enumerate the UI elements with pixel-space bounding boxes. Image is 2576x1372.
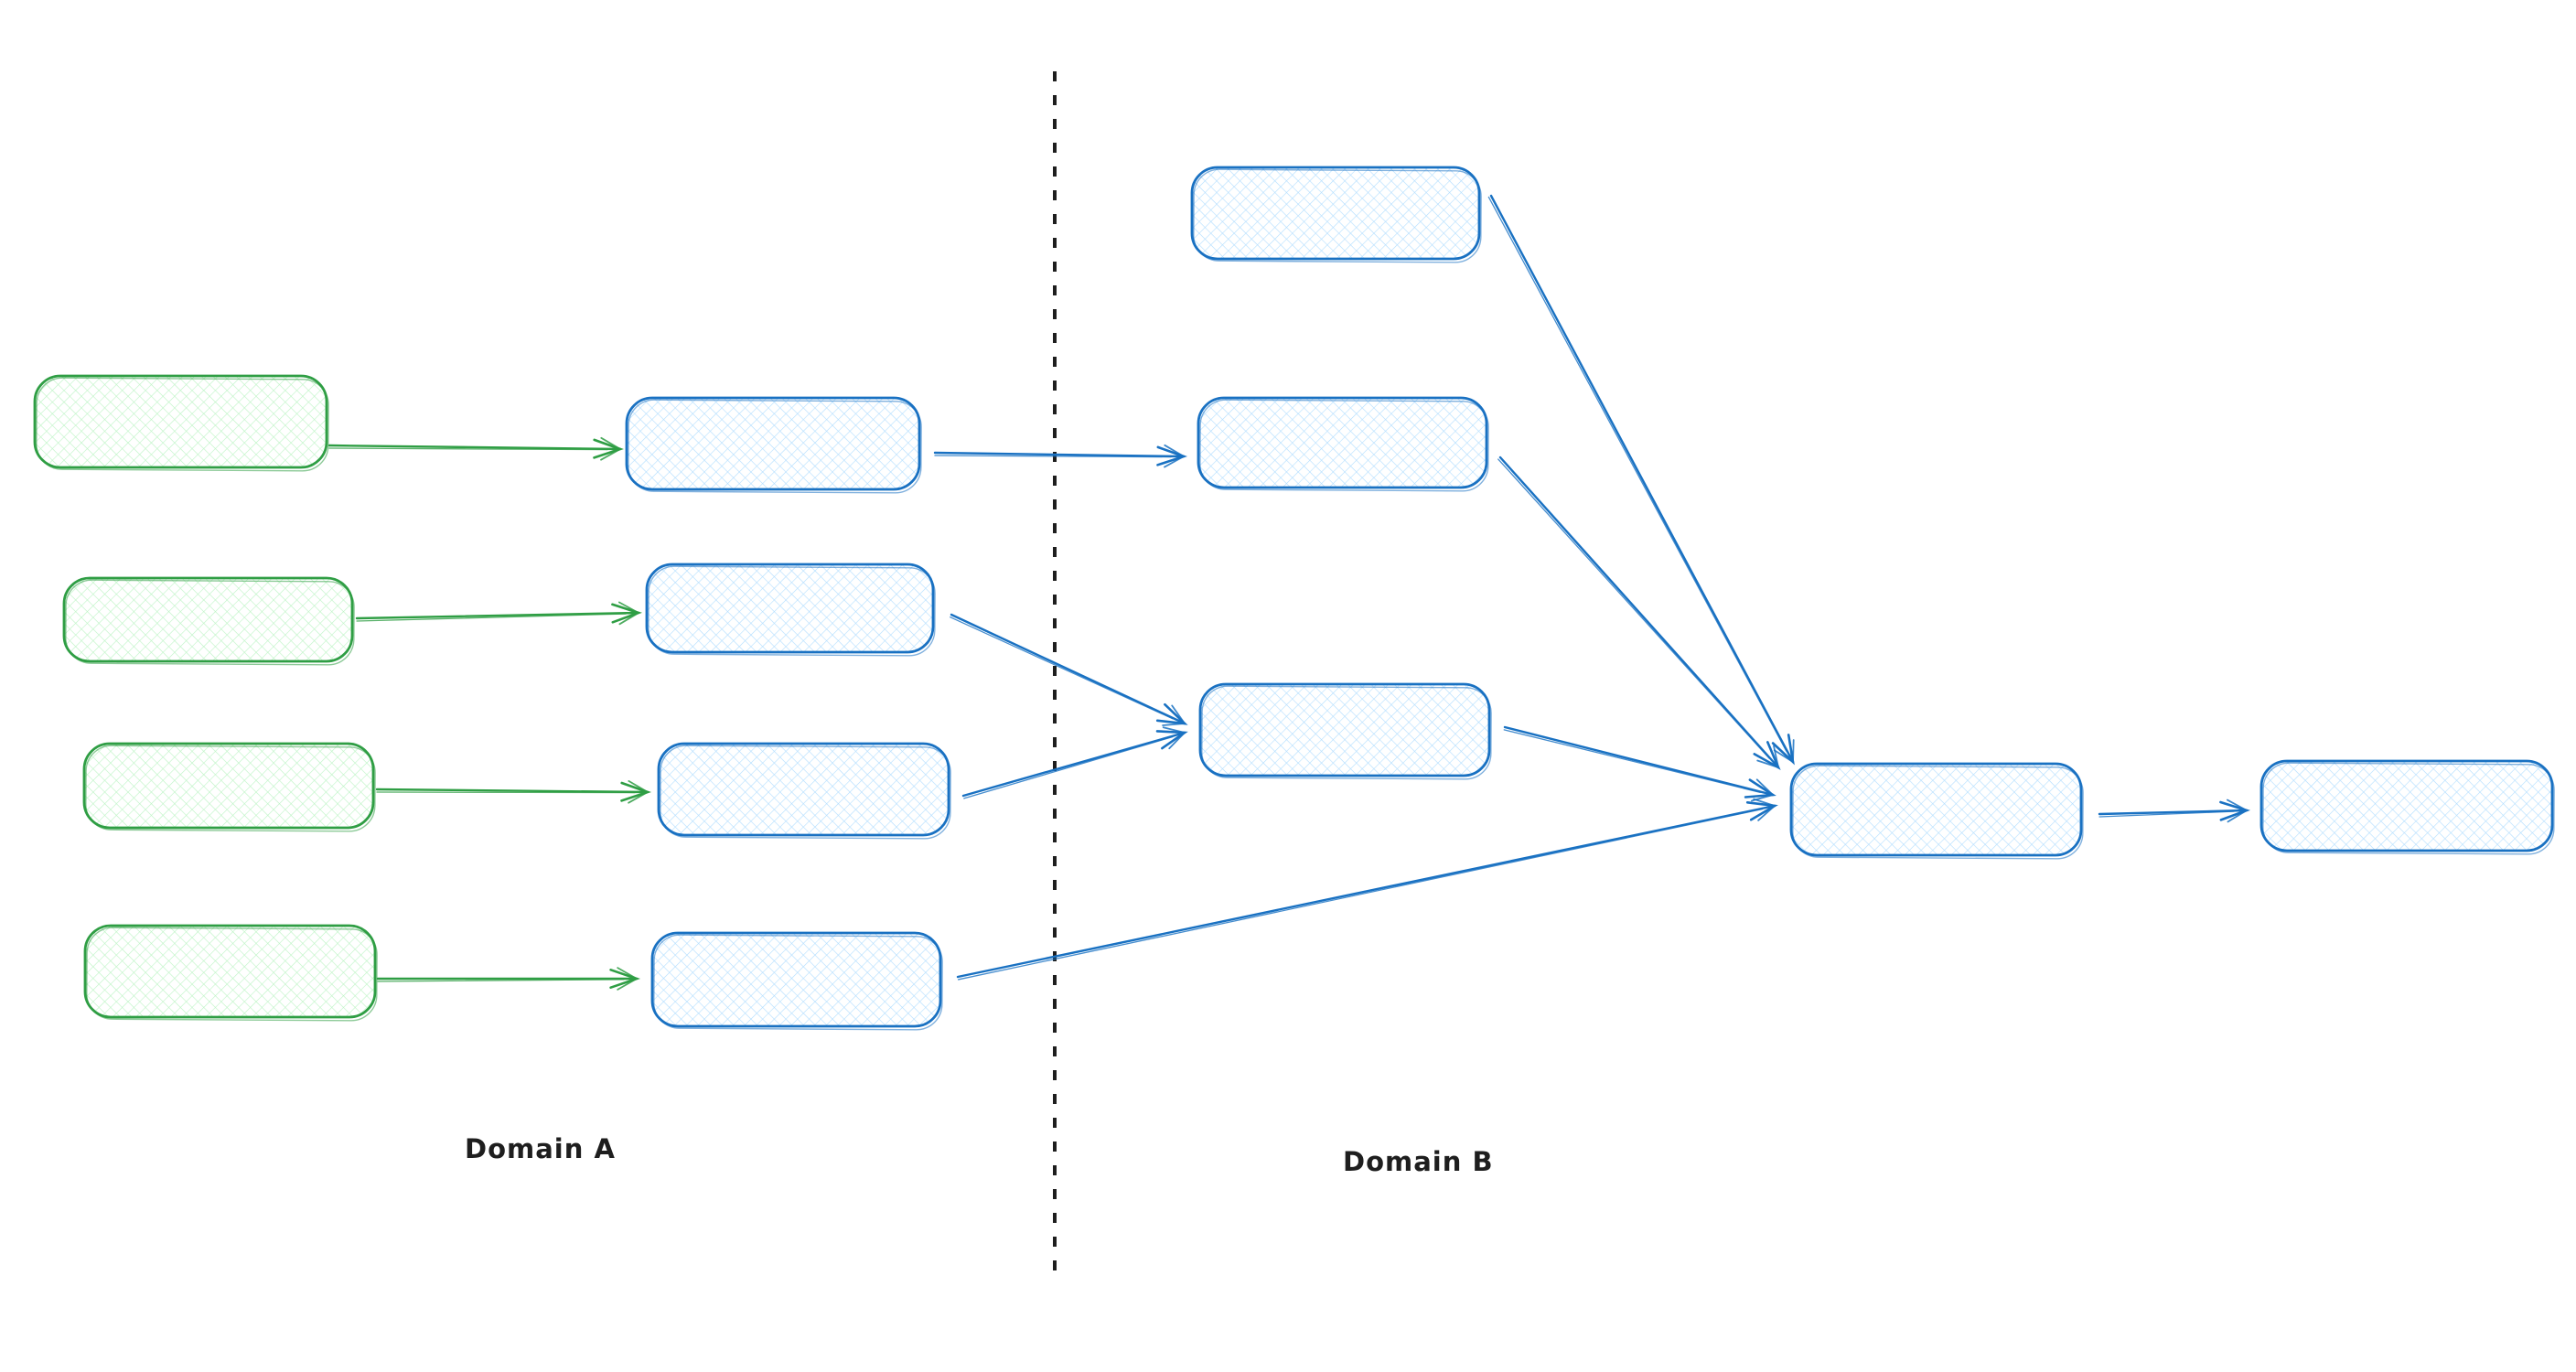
domain-a-process-2 (645, 563, 936, 657)
domain-a-process-4 (650, 931, 943, 1031)
domain-b-node-1 (1190, 166, 1482, 263)
arrow-input4-to-process4 (376, 967, 641, 991)
arrow-process1-to-bnode2 (933, 444, 1188, 468)
domain-a-input-3 (82, 742, 376, 832)
domain-a-process-1 (625, 396, 922, 494)
domain-a-input-1 (33, 374, 329, 472)
domain-a-process-3 (657, 742, 951, 840)
domain-a-input-2 (62, 576, 355, 666)
domain-a-input-4 (83, 924, 378, 1022)
domain-b-output (2259, 759, 2555, 855)
domain-b-aggregator (1789, 762, 2084, 860)
arrow-process4-to-aggregator (956, 798, 1778, 981)
arrow-input1-to-process1 (327, 436, 625, 461)
domain-b-node-3 (1198, 682, 1492, 780)
arrow-process2-to-bnode3 (950, 613, 1188, 726)
domain-b-node-2 (1197, 396, 1489, 492)
arrow-bnode2-to-aggregator (1497, 456, 1781, 770)
domain-a-label: Domain A (465, 1133, 616, 1164)
arrow-process3-to-bnode3 (961, 726, 1188, 799)
arrow-input3-to-process3 (375, 780, 652, 804)
arrow-bnode1-to-aggregator (1487, 194, 1795, 766)
arrow-input2-to-process2 (355, 601, 643, 626)
arrow-bnode3-to-aggregator (1503, 725, 1776, 802)
arrow-aggregator-to-output (2098, 799, 2251, 823)
domain-b-label: Domain B (1343, 1146, 1494, 1177)
